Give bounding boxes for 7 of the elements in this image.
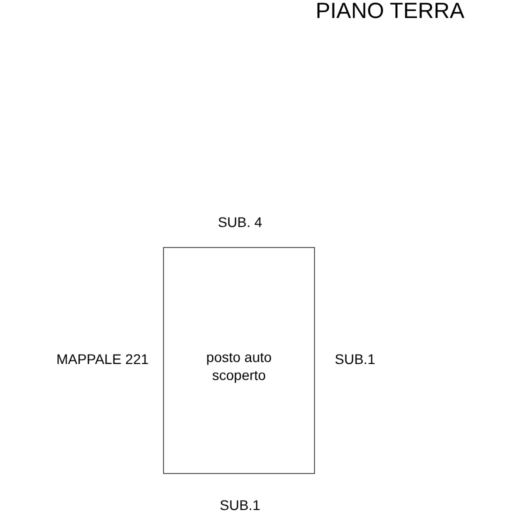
boundary-label: SUB.1 [218, 496, 262, 514]
boundary-label: MAPPALE 221 [55, 350, 150, 368]
boundary-label: SUB.1 [334, 350, 376, 368]
plan-title: PIANO TERRA [314, 0, 466, 24]
boundary-label: SUB. 4 [216, 213, 264, 231]
room-label: posto auto scoperto [205, 348, 273, 384]
parking-space [163, 247, 315, 474]
